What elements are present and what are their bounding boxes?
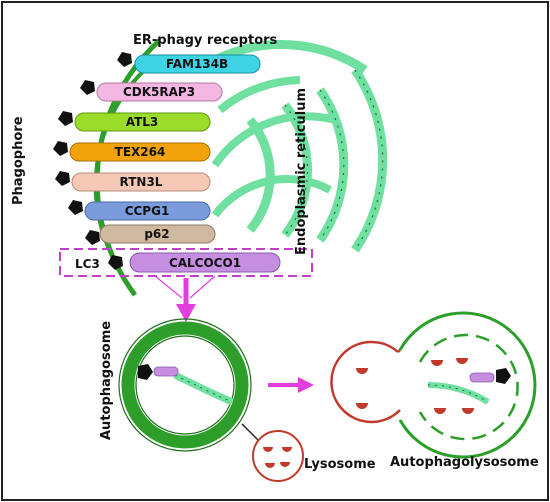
- fusion-arrow: [268, 377, 314, 393]
- phagophore-label: Phagophore: [11, 116, 26, 205]
- receptor-label: CCPG1: [125, 204, 170, 218]
- receptor-atl3: ATL3: [58, 111, 211, 132]
- receptor-p62: p62: [85, 224, 216, 245]
- receptor-tex264: TEX264: [53, 141, 211, 162]
- lysosome-label: Lysosome: [304, 457, 376, 472]
- receptor-label: CDK5RAP3: [123, 85, 195, 99]
- arrow-right-icon: [298, 377, 314, 393]
- er-label: Endoplasmic reticulum: [294, 88, 309, 255]
- receptor-label: p62: [144, 227, 169, 241]
- receptor-rtn3l: RTN3L: [55, 171, 211, 192]
- receptor-label: FAM134B: [166, 57, 228, 71]
- autophagosome: [118, 318, 252, 452]
- lysosome: [252, 430, 304, 482]
- zoom-funnel: [154, 275, 216, 322]
- receptor-label: CALCOCO1: [169, 256, 241, 270]
- calcoco1-highlight-box: [59, 248, 313, 277]
- lc3-interacting-region-icon: [138, 364, 153, 380]
- arrow-down-icon: [176, 304, 196, 322]
- receptor-ccpg1: CCPG1: [68, 200, 211, 221]
- lc3-interacting-region-icon: [53, 141, 68, 156]
- lc3-interacting-region-icon: [68, 200, 83, 215]
- autophagolysosome: [330, 311, 537, 459]
- receptor-calcoco1: CALCOCO1: [129, 252, 281, 273]
- lc3-interacting-region-icon: [58, 111, 73, 126]
- receptor-fam134b: FAM134B: [117, 52, 261, 74]
- lc3-interacting-region-icon: [55, 171, 70, 186]
- lc3-interacting-region-icon: [117, 52, 132, 67]
- receptor-label: ATL3: [126, 115, 159, 129]
- lc3-interacting-region-icon: [496, 368, 511, 384]
- receptor-cdk5rap3: CDK5RAP3: [80, 80, 223, 102]
- endoplasmic-reticulum: [211, 40, 388, 253]
- lc3-interacting-region-icon: [108, 255, 123, 270]
- lc3-interacting-region-icon: [85, 230, 100, 245]
- receptor-label: TEX264: [115, 145, 166, 159]
- lc3-label: LC3: [75, 257, 100, 271]
- autophagolysosome-label: Autophagolysosome: [390, 455, 539, 470]
- receptor-label: RTN3L: [120, 175, 163, 189]
- autophagosome-label: Autophagosome: [99, 321, 114, 440]
- lc3-interacting-region-icon: [80, 80, 95, 95]
- er-phagy-receptors-title: ER-phagy receptors: [133, 33, 278, 48]
